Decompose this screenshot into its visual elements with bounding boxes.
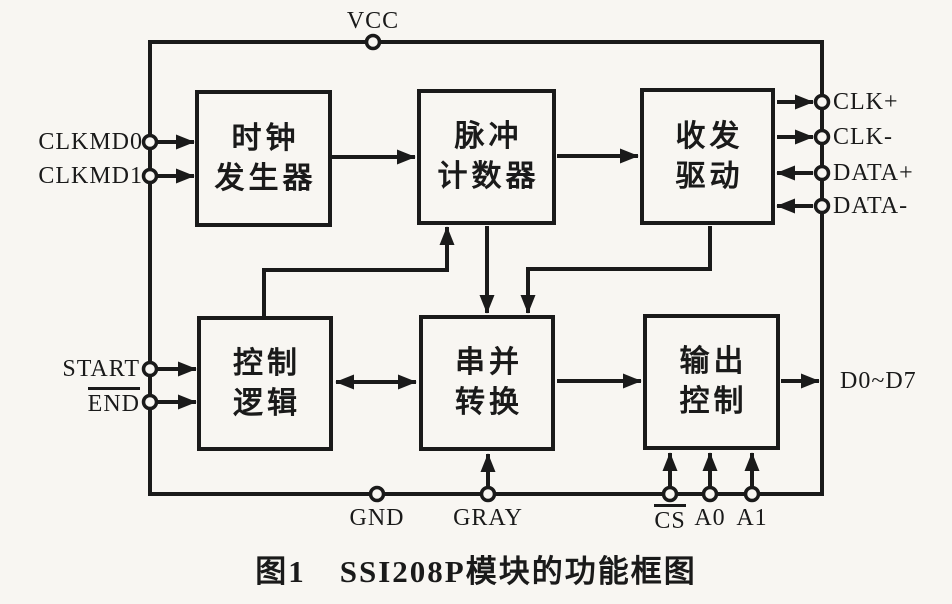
- block-serial-parallel-converter-line1: 串并: [455, 346, 523, 380]
- terminal-clk-minus: [813, 128, 831, 146]
- figure-caption-title: SSI208P模块的功能框图: [339, 554, 697, 589]
- figure-caption: 图1 SSI208P模块的功能框图: [0, 556, 952, 587]
- pin-label-gray: GRAY: [453, 505, 523, 531]
- terminal-cs: [661, 485, 679, 503]
- block-pulse-counter-line1: 脉冲: [454, 120, 523, 154]
- terminal-a1: [743, 485, 761, 503]
- terminal-clk-plus: [813, 93, 831, 111]
- pin-label-start: START: [62, 356, 140, 382]
- block-pulse-counter-line2: 计数器: [437, 160, 540, 193]
- pin-label-clk-minus: CLK-: [833, 124, 893, 150]
- terminal-data-minus: [813, 197, 831, 215]
- block-transceiver-driver: 收发 驱动: [640, 88, 775, 225]
- terminal-clkmd0: [141, 133, 159, 151]
- pin-label-data-plus: DATA+: [833, 160, 914, 186]
- terminal-vcc: [364, 33, 382, 51]
- wire-transceiver-driver-to-serial-parallel: [520, 226, 712, 314]
- block-transceiver-driver-line2: 驱动: [675, 159, 744, 193]
- pin-label-gnd: GND: [349, 505, 405, 531]
- wire-control-logic-to-pulse-counter: [262, 226, 455, 316]
- pin-label-clkmd1: CLKMD1: [38, 163, 143, 189]
- terminal-data-plus: [813, 164, 831, 182]
- block-output-control-line1: 输出: [679, 345, 748, 379]
- block-output-control: 输出 控制: [643, 314, 780, 450]
- terminal-clkmd1: [141, 167, 159, 185]
- pin-label-clk-plus: CLK+: [833, 89, 899, 115]
- pin-label-data-bus: D0~D7: [840, 368, 917, 394]
- block-control-logic-line2: 逻辑: [233, 386, 301, 420]
- block-clock-generator: 时钟 发生器: [195, 90, 332, 227]
- terminal-gnd: [368, 485, 386, 503]
- terminal-end: [141, 393, 159, 411]
- pin-label-a0: A0: [694, 505, 726, 531]
- block-serial-parallel-converter: 串并 转换: [419, 315, 555, 451]
- pin-label-data-minus: DATA-: [833, 193, 909, 219]
- pin-label-clkmd0: CLKMD0: [38, 129, 143, 155]
- pin-label-vcc: VCC: [346, 8, 400, 34]
- block-output-control-line2: 控制: [679, 385, 748, 418]
- pin-label-cs: CS: [645, 504, 695, 533]
- pin-label-end-text: END: [87, 387, 140, 416]
- block-control-logic-line1: 控制: [233, 346, 301, 380]
- terminal-start: [141, 360, 159, 378]
- terminal-a0: [701, 485, 719, 503]
- block-transceiver-driver-line1: 收发: [675, 119, 744, 153]
- figure-caption-number: 图1: [255, 554, 306, 589]
- pin-label-cs-text: CS: [654, 504, 686, 533]
- block-clock-generator-line1: 时钟: [231, 121, 300, 155]
- block-clock-generator-line2: 发生器: [214, 161, 317, 195]
- block-serial-parallel-converter-line2: 转换: [455, 386, 523, 419]
- pin-label-end: END: [87, 387, 140, 416]
- block-pulse-counter: 脉冲 计数器: [417, 89, 556, 225]
- terminal-gray: [479, 485, 497, 503]
- pin-label-a1: A1: [736, 505, 768, 531]
- block-control-logic: 控制 逻辑: [197, 316, 333, 451]
